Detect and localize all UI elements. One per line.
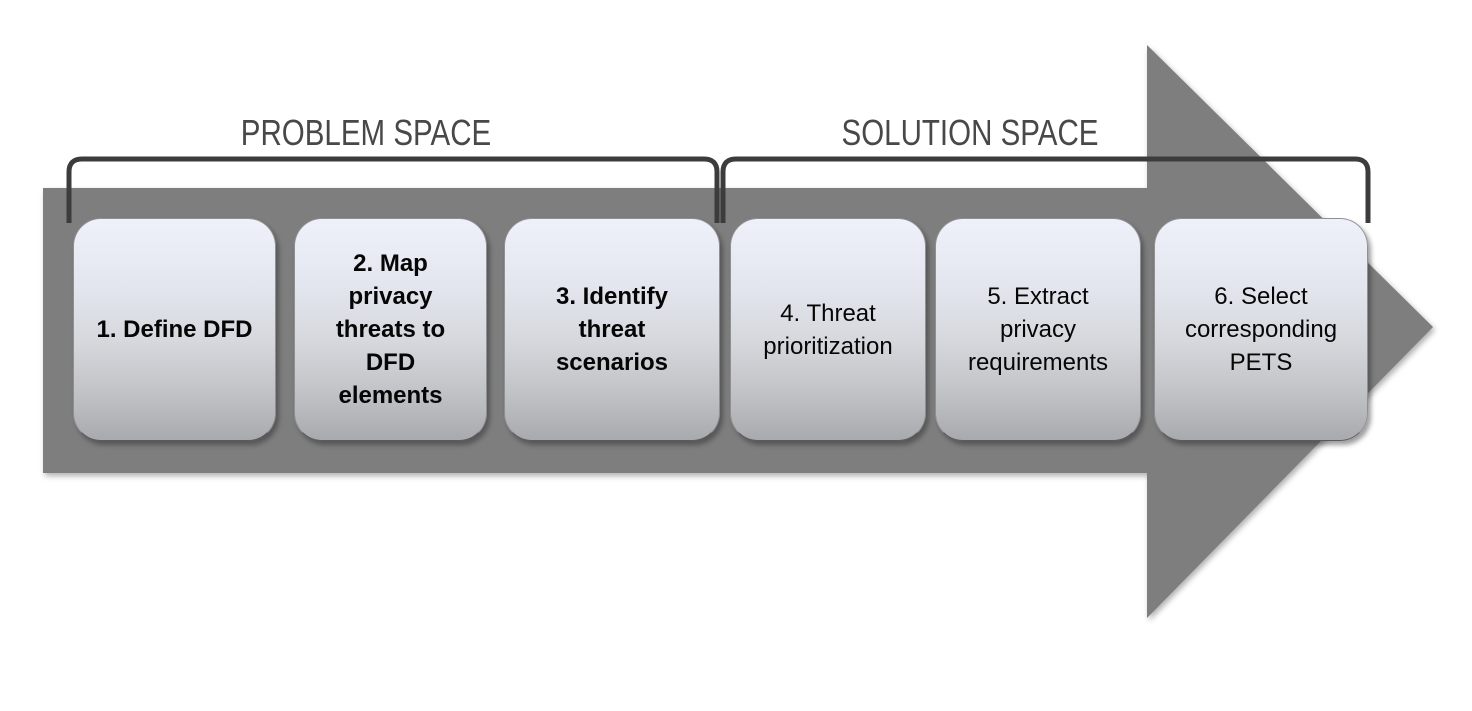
step-label: 4. Threat prioritization <box>763 299 893 360</box>
step-label: 5. Extract privacy requirements <box>967 283 1109 376</box>
step-box-map-privacy-threats: 2. Map privacy threats to DFD elements <box>294 218 487 441</box>
step-label: 1. Define DFD <box>96 316 253 343</box>
step-label: 6. Select corresponding PETS <box>1184 283 1338 376</box>
step-box-identify-threat-scenarios: 3. Identify threat scenarios <box>504 218 720 441</box>
step-label: 2. Map privacy threats to DFD elements <box>335 250 446 409</box>
step-box-threat-prioritization: 4. Threat prioritization <box>730 218 926 441</box>
step-box-extract-privacy-requirements: 5. Extract privacy requirements <box>935 218 1141 441</box>
step-box-select-corresponding-pets: 6. Select corresponding PETS <box>1154 218 1368 441</box>
problem-space-label: PROBLEM SPACE <box>240 112 492 153</box>
step-box-define-dfd: 1. Define DFD <box>73 218 276 441</box>
step-label: 3. Identify threat scenarios <box>555 283 669 376</box>
solution-space-bracket <box>720 156 1371 223</box>
problem-space-bracket <box>66 156 720 223</box>
solution-space-label: SOLUTION SPACE <box>841 112 1099 153</box>
